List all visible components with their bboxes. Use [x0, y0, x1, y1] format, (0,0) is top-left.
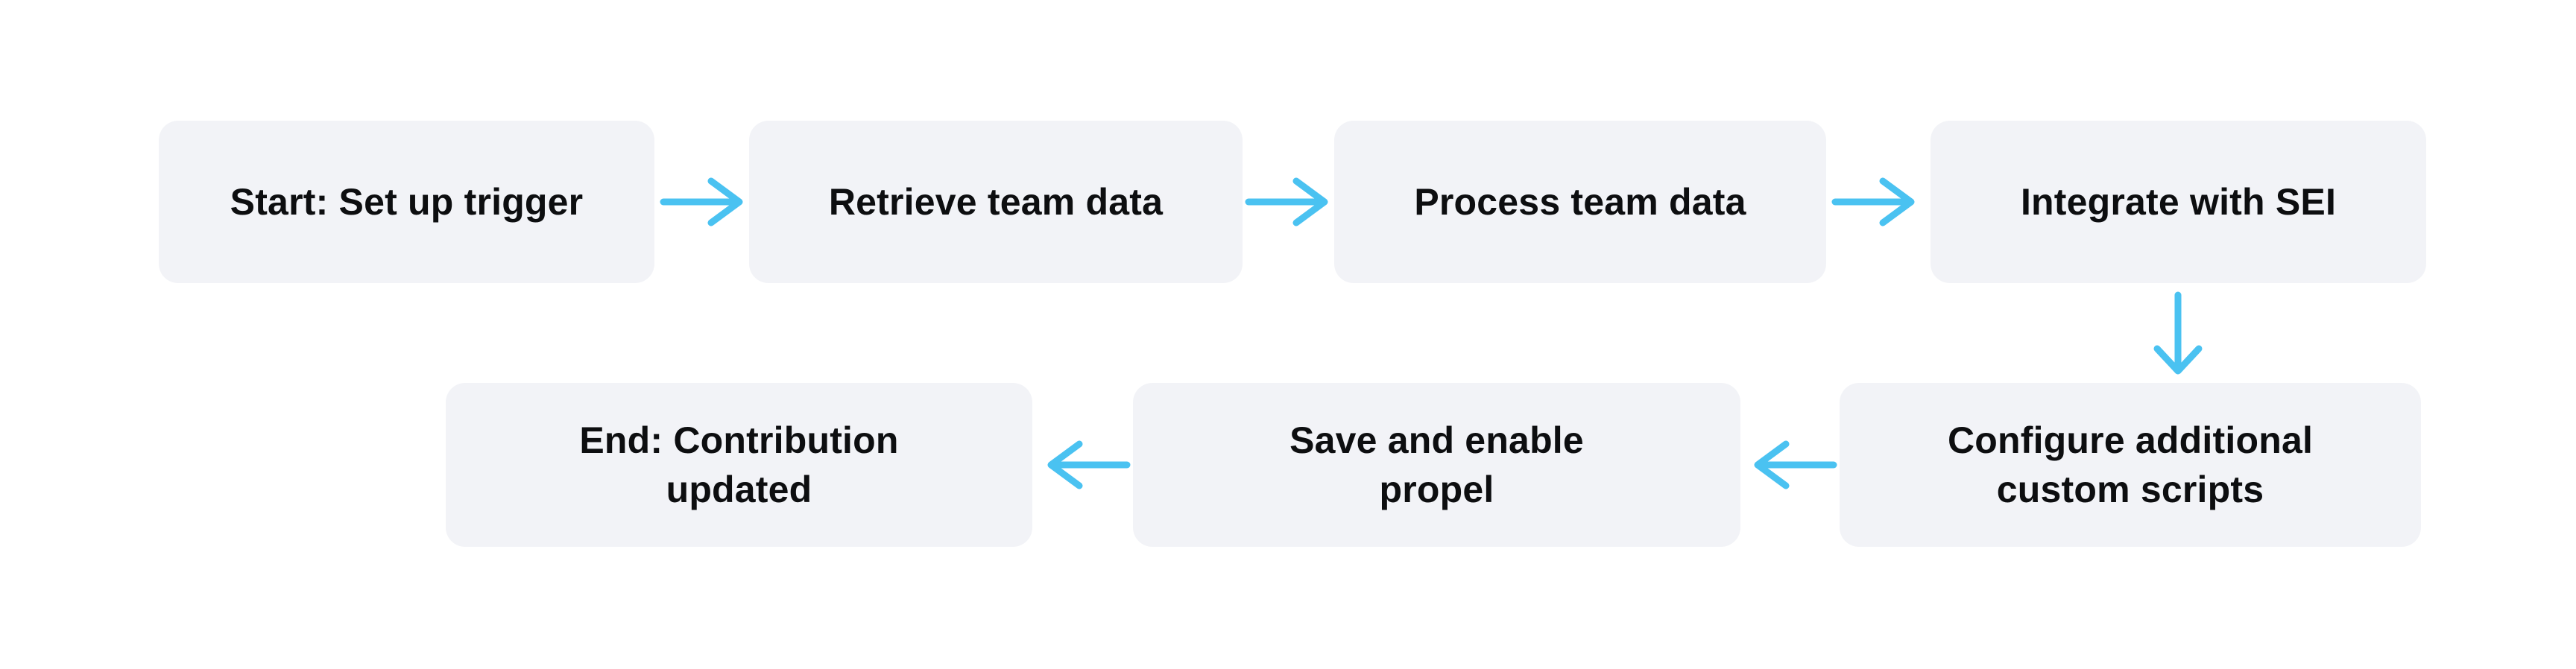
arrow-down-integrate-to-configure — [2153, 291, 2203, 375]
arrow-right-process-to-integrate — [1831, 177, 1915, 226]
flow-node-integrate-with-sei: Integrate with SEI — [1931, 121, 2426, 283]
flow-node-save-and-enable-propel: Save and enable propel — [1133, 383, 1740, 547]
flow-node-process-team-data: Process team data — [1334, 121, 1826, 283]
arrow-right-retrieve-to-process — [1245, 177, 1328, 226]
flow-node-configure-custom-scripts: Configure additional custom scripts — [1840, 383, 2421, 547]
flow-node-end: End: Contribution updated — [446, 383, 1032, 547]
flow-node-start: Start: Set up trigger — [159, 121, 654, 283]
arrow-left-configure-to-save — [1754, 440, 1837, 489]
arrow-right-start-to-retrieve — [660, 177, 743, 226]
arrow-left-save-to-end — [1047, 440, 1131, 489]
flow-node-retrieve-team-data: Retrieve team data — [749, 121, 1243, 283]
